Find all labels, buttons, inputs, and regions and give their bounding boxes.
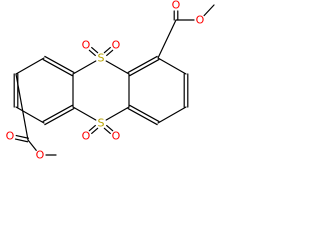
- bonds-layer: [13, 4, 215, 156]
- bond-s2-a5: [72, 106, 97, 121]
- atom-label-o8: O: [36, 149, 45, 162]
- atom-label-s1: S: [98, 52, 105, 65]
- bond-a2-c2: [15, 73, 29, 141]
- bond-a12-a13-line1: [127, 107, 158, 126]
- bond-s2-o3-line1: [91, 127, 99, 135]
- bond-a6-a1: [15, 106, 45, 124]
- bond-s2-o4-line2: [103, 127, 111, 135]
- bond-a8-a9-line2: [129, 58, 160, 77]
- bond-a12-a13-line2: [129, 104, 160, 123]
- atom-label-o5: O: [172, 0, 181, 12]
- bond-a13-s2: [105, 106, 130, 121]
- bond-a5-a6-line1: [44, 107, 75, 126]
- bond-s1-o1-line1: [88, 49, 96, 57]
- bond-c2-o7-line2: [15, 134, 29, 139]
- bond-s1-o1-line2: [91, 46, 99, 54]
- bond-a11-a12: [157, 106, 187, 124]
- bond-s2-o3-line2: [88, 124, 96, 132]
- bond-s1-o2-line1: [103, 46, 111, 54]
- atom-label-o4: O: [112, 130, 121, 143]
- bond-o6-me1: [203, 4, 215, 17]
- bond-s2-o4-line1: [106, 124, 114, 132]
- bond-a4-s1: [72, 60, 97, 75]
- bond-c2-o8: [27, 139, 37, 151]
- atom-label-o6: O: [196, 14, 205, 27]
- bond-a9-c16: [157, 19, 177, 59]
- bond-a9-a10: [157, 57, 187, 75]
- bond-a2-a3: [15, 57, 45, 75]
- atom-label-o2: O: [112, 39, 121, 52]
- atom-label-o1: O: [82, 39, 91, 52]
- atom-label-s2: S: [98, 117, 105, 130]
- atom-label-o7: O: [6, 130, 15, 143]
- bond-a8-a9-line1: [127, 55, 158, 74]
- atom-label-o3: O: [82, 130, 91, 143]
- bond-a5-a6-line2: [42, 104, 73, 123]
- bond-a3-a4-line1: [44, 55, 75, 74]
- bond-a3-a4-line2: [42, 58, 73, 77]
- bond-s1-a8: [105, 60, 130, 75]
- bond-c2-o7-line1: [14, 138, 29, 143]
- bond-s1-o2-line2: [106, 49, 114, 57]
